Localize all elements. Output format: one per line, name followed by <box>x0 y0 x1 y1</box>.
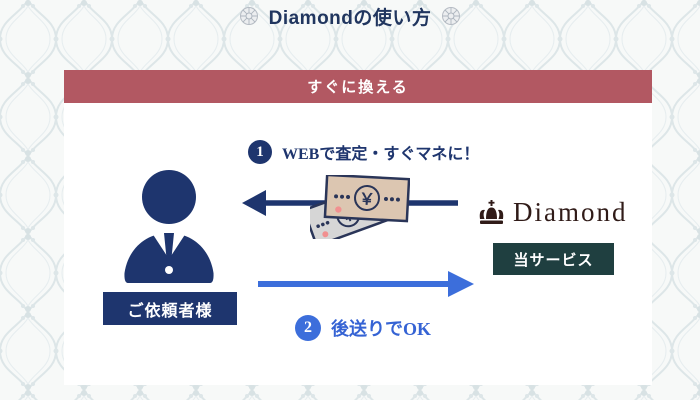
svg-text:￥: ￥ <box>358 191 375 209</box>
banknote-front: ￥ <box>323 175 410 223</box>
how-to-use-card: すぐに換える 1 WEBで査定・すぐマネに！ ￥ <box>64 70 652 385</box>
crown-icon <box>479 200 504 224</box>
step-2: 2 後送りでOK <box>295 315 431 341</box>
flow-diagram: 1 WEBで査定・すぐマネに！ ￥ ￥ <box>64 103 652 385</box>
card-header-bar: すぐに換える <box>64 70 652 103</box>
diamond-gem-icon <box>442 7 461 25</box>
step-1-number-badge: 1 <box>248 140 272 164</box>
page-title: Diamondの使い方 <box>268 7 432 29</box>
card-header-label: すぐに換える <box>307 79 409 96</box>
diamond-gem-icon <box>239 7 258 25</box>
person-icon <box>124 170 214 283</box>
step-1-label: WEBで査定・すぐマネに！ <box>282 146 480 163</box>
brand-name: Diamond <box>513 197 628 227</box>
arrow-right-icon <box>258 271 474 297</box>
client-label: ご依頼者様 <box>103 292 237 325</box>
yen-banknotes-icon: ￥ ￥ <box>310 175 410 239</box>
brand-logo: Diamond <box>478 197 628 228</box>
step-1: 1 WEBで査定・すぐマネに！ <box>248 140 479 164</box>
step-2-number-badge: 2 <box>295 315 321 341</box>
page-title-row: Diamondの使い方 <box>0 3 700 29</box>
step-2-label: 後送りでOK <box>331 319 432 339</box>
service-button[interactable]: 当サービス <box>493 243 614 275</box>
